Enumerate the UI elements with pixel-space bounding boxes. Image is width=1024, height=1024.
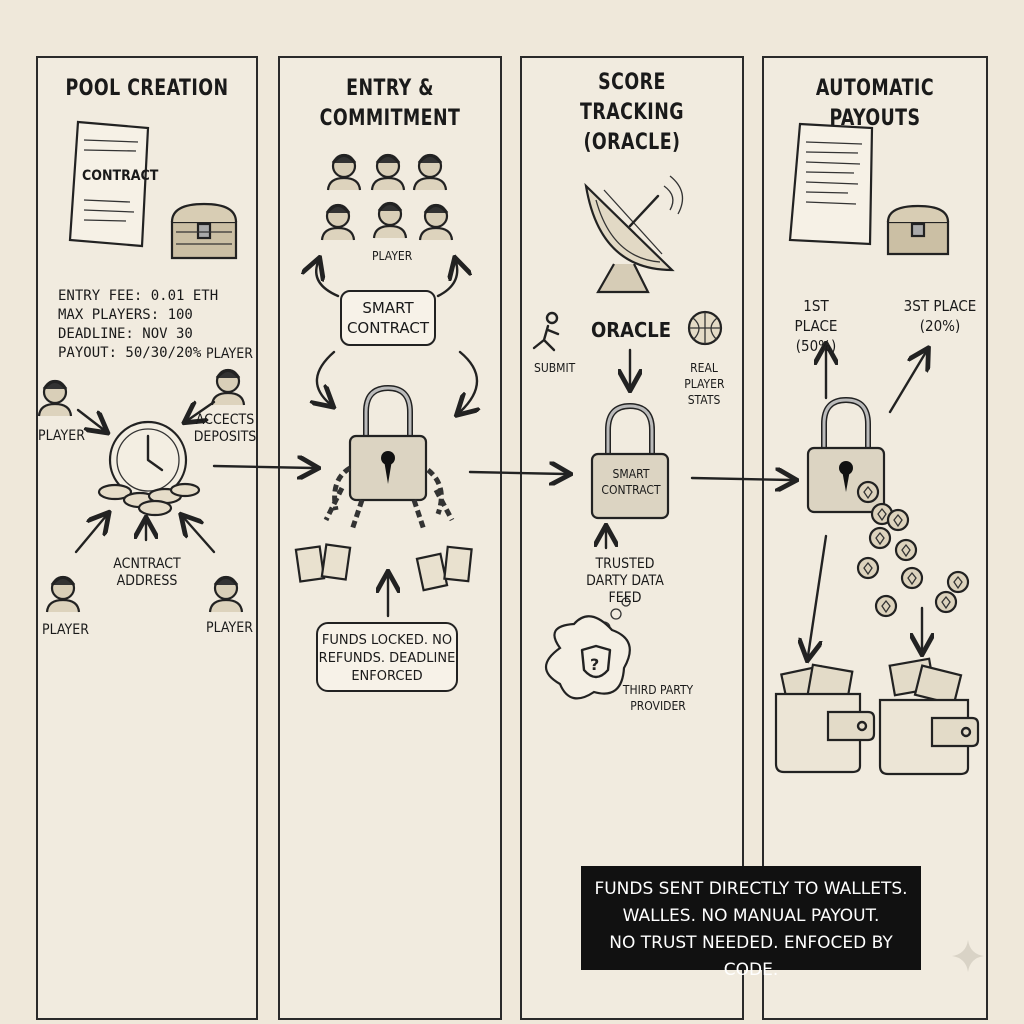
padlock-icon <box>592 406 668 518</box>
trusted-feed-label: TRUSTED DARTY DATA FEED <box>586 556 664 606</box>
flow-arrow <box>212 466 314 468</box>
arrow <box>188 402 216 420</box>
padlock-icon <box>808 400 884 512</box>
detail-entry-fee: ENTRY FEE: 0.01 ETH <box>58 288 219 304</box>
panel-title: ENTRY & COMMITMENT <box>319 76 461 131</box>
player-label: PLAYER <box>42 622 89 638</box>
player-avatar-icon <box>45 575 81 614</box>
flow-arrow <box>468 472 566 474</box>
arrow <box>184 518 216 554</box>
panel-title: SCORE TRACKING (ORACLE) <box>580 70 684 155</box>
first-place-title: 1ST PLACE <box>794 297 838 335</box>
panel-title: POOL CREATION <box>65 76 229 101</box>
funds-locked-note: FUNDS LOCKED. NO REFUNDS. DEADLINE ENFOR… <box>316 622 458 692</box>
clock-icon <box>108 420 188 500</box>
third-place-share: (20%) <box>919 317 961 335</box>
basketball-icon <box>687 310 723 346</box>
arrow <box>436 262 457 298</box>
detail-deadline: DEADLINE: NOV 30 <box>58 326 193 342</box>
contract-address-label: ACNTRACT ADDRESS <box>113 556 181 589</box>
cards-icon <box>294 543 473 592</box>
flow-arrow <box>690 478 792 480</box>
arrow <box>316 262 340 298</box>
contract-label: CONTRACT <box>82 168 159 184</box>
chain-icon <box>323 465 455 531</box>
player-avatar-icon <box>208 575 244 614</box>
player-label: PLAYER <box>372 249 413 263</box>
first-place-label: 1ST PLACE (50%) <box>780 296 852 356</box>
sparkle-icon <box>952 940 984 972</box>
contract-document-icon <box>68 120 150 248</box>
padlock-icon <box>350 388 426 500</box>
third-place-title: 3ST PLACE <box>903 297 977 315</box>
smart-contract-label: SMART CONTRACT <box>346 299 430 337</box>
players-group-icon <box>320 153 454 242</box>
runner-icon <box>532 311 560 352</box>
third-party-label: THIRD PARTY PROVIDER <box>622 683 694 713</box>
oracle-label: ORACLE <box>590 318 672 342</box>
first-place-share: (50%) <box>795 337 837 355</box>
arrow <box>74 516 106 554</box>
player-avatar-icon <box>37 379 73 418</box>
smart-contract-label: SMART CONTRACT <box>601 467 661 497</box>
player-label: PLAYER <box>206 346 253 362</box>
treasure-chest-icon <box>170 202 238 260</box>
contract-document-icon <box>788 122 874 246</box>
arrow <box>460 350 477 412</box>
pool-details: ENTRY FEE: 0.01 ETH MAX PLAYERS: 100 DEA… <box>58 287 248 363</box>
wallet-icon <box>774 663 876 774</box>
treasure-chest-icon <box>886 204 950 256</box>
arrow <box>888 352 926 414</box>
submit-label: SUBMIT <box>534 361 576 375</box>
player-label: PLAYER <box>206 620 253 636</box>
detail-payout: PAYOUT: 50/30/20% <box>58 345 202 361</box>
arrow <box>808 534 828 656</box>
arrow <box>76 408 104 430</box>
summary-banner: FUNDS SENT DIRECTLY TO WALLETS. WALLES. … <box>581 866 921 980</box>
arrow <box>317 350 334 404</box>
real-player-stats-label: REAL PLAYER STATS <box>684 361 725 407</box>
player-avatar-icon <box>210 368 246 407</box>
banner-line: WALLES. NO MANUAL PAYOUT. <box>622 906 880 926</box>
thought-bubble-icon: ? <box>544 597 631 700</box>
third-place-label: 3ST PLACE (20%) <box>902 296 978 336</box>
satellite-dish-icon <box>584 175 684 294</box>
banner-line: NO TRUST NEEDED. ENFOCED BY CODE. <box>609 933 893 980</box>
svg-text:?: ? <box>590 655 599 674</box>
funds-locked-text: FUNDS LOCKED. NO REFUNDS. DEADLINE ENFOR… <box>318 633 456 684</box>
coin-pile-icon <box>97 482 201 517</box>
accepts-deposits-label: ACCECTS DEPOSITS <box>193 412 257 445</box>
smart-contract-bubble: SMART CONTRACT <box>340 290 436 346</box>
wallet-icon <box>878 657 980 776</box>
detail-max-players: MAX PLAYERS: 100 <box>58 307 193 323</box>
panel-score-tracking: SCORE TRACKING (ORACLE) <box>520 56 744 1020</box>
banner-line: FUNDS SENT DIRECTLY TO WALLETS. <box>594 879 908 899</box>
player-label: PLAYER <box>38 428 85 444</box>
